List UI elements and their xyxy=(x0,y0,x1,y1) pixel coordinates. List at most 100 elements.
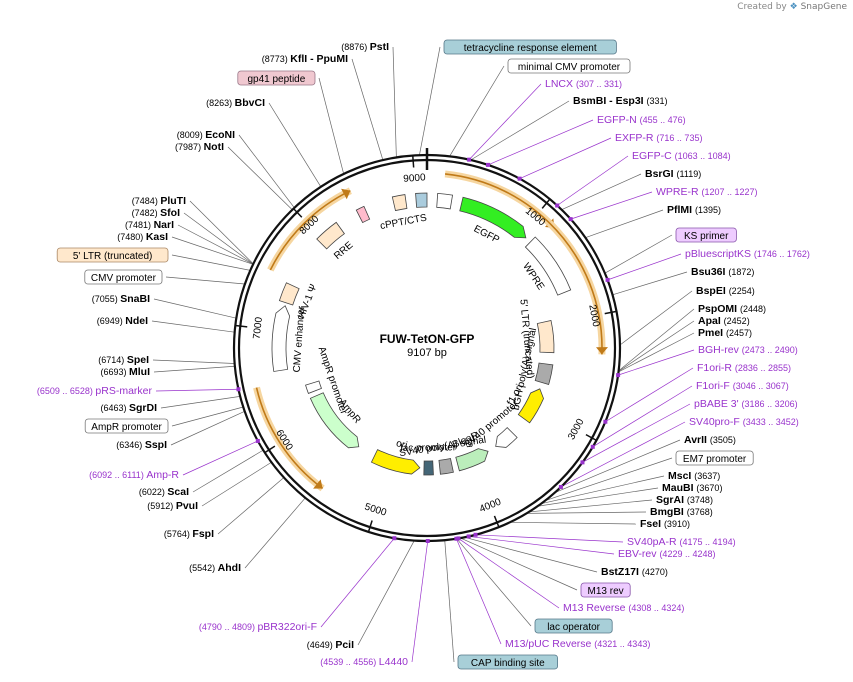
site-label-f1ori-r: F1ori-R (2836 .. 2855) xyxy=(697,362,791,374)
enzyme-name: PflMI xyxy=(667,204,695,216)
feature-hiv-1 xyxy=(278,282,300,306)
enzyme-label: (7055) SnaBI xyxy=(92,293,150,305)
enzyme-label: (8263) BbvCI xyxy=(206,97,265,109)
enzyme-name: AvrII xyxy=(684,434,710,446)
feature-gp41-peptide xyxy=(355,205,371,224)
primer-pos: (4308 .. 4324) xyxy=(628,603,684,613)
enzyme-name: PspOMI xyxy=(698,303,740,315)
primer-label: F1ori-F (3046 .. 3067) xyxy=(696,380,789,392)
feature-box xyxy=(534,618,613,634)
site-label-avrii: AvrII (3505) xyxy=(684,434,736,446)
feature-rre xyxy=(316,221,345,250)
feature-box-text: 5' LTR (truncated) xyxy=(73,251,153,262)
primer-pos: (4321 .. 4343) xyxy=(594,639,650,649)
feature-box xyxy=(507,58,631,74)
site-label-egfp-n: EGFP-N (455 .. 476) xyxy=(597,114,686,126)
site-label-kasi: (7480) KasI xyxy=(117,231,168,243)
leader-line xyxy=(444,540,455,663)
leader-line xyxy=(519,137,612,179)
tick-mark xyxy=(235,324,248,328)
site-label-pcii: (4649) PciI xyxy=(307,639,354,651)
leader-line xyxy=(449,65,505,157)
feature-minimal-cmv-promoter xyxy=(436,192,454,210)
enzyme-label: PflMI (1395) xyxy=(667,204,721,216)
site-label-bbvci: (8263) BbvCI xyxy=(206,97,265,109)
primer-mark xyxy=(590,444,595,449)
site-label-mlui: (6693) MluI xyxy=(100,366,150,378)
enzyme-name: ApaI xyxy=(698,315,724,327)
enzyme-name: MluI xyxy=(129,366,150,378)
enzyme-name: MauBI xyxy=(662,482,696,494)
enzyme-name: NotI xyxy=(204,141,224,153)
leader-line xyxy=(556,155,629,206)
primer-name: EGFP-C xyxy=(632,150,675,162)
leader-line xyxy=(617,349,695,376)
site-label-sspi: (6346) SspI xyxy=(116,439,167,451)
feature-box xyxy=(675,227,737,243)
enzyme-pos: (6022) xyxy=(139,487,168,497)
primer-label: EBV-rev (4229 .. 4248) xyxy=(618,548,715,560)
leader-line xyxy=(458,538,560,609)
leader-line xyxy=(171,254,251,271)
enzyme-name: BmgBI xyxy=(650,506,687,518)
feature-label-egfp: EGFP xyxy=(472,224,502,247)
enzyme-label: (4649) PciI xyxy=(307,639,354,651)
site-label-fspi: (5764) FspI xyxy=(164,528,214,540)
feature-box xyxy=(84,269,163,285)
tick-label: 5000 xyxy=(363,502,388,519)
enzyme-name: BspEI xyxy=(696,285,729,297)
primer-name: pBR322ori-F xyxy=(257,621,317,633)
tick-label: 1000 xyxy=(523,206,547,229)
primer-label: (6509 .. 6528) pRS-marker xyxy=(37,385,153,397)
primer-name: pBluescriptKS xyxy=(685,248,754,260)
plasmid-length: 9107 bp xyxy=(407,347,447,359)
site-label-sv40pa-r: SV40pA-R (4175 .. 4194) xyxy=(627,536,736,548)
snapgene-credit: Created by ❖ SnapGene xyxy=(737,2,847,12)
enzyme-name: BsrGI xyxy=(645,168,677,180)
enzyme-label: (6949) NdeI xyxy=(97,315,148,327)
primer-pos: (1063 .. 1084) xyxy=(675,151,731,161)
leader-line xyxy=(151,320,235,333)
site-label-m13-reverse: M13 Reverse (4308 .. 4324) xyxy=(563,602,684,614)
enzyme-label: (5764) FspI xyxy=(164,528,214,540)
feature-f1-ori xyxy=(517,388,544,424)
site-label-bstz17i: BstZ17I (4270) xyxy=(601,566,668,578)
enzyme-name: KflI - PpuMI xyxy=(290,53,348,65)
tick-label: 7000 xyxy=(252,316,266,340)
snapgene-logo-icon: ❖ xyxy=(789,2,798,12)
enzyme-pos: (7987) xyxy=(175,142,204,152)
leader-line xyxy=(192,449,264,493)
feature-ori xyxy=(370,449,421,475)
enzyme-label: PspOMI (2448) xyxy=(698,303,766,315)
leader-line xyxy=(544,457,673,502)
leader-line xyxy=(618,332,695,373)
leader-line xyxy=(618,308,695,372)
enzyme-pos: (5912) xyxy=(147,501,176,511)
enzyme-pos: (6463) xyxy=(100,403,129,413)
enzyme-pos: (8009) xyxy=(177,130,206,140)
enzyme-pos: (1119) xyxy=(677,169,702,179)
tick-mark xyxy=(585,433,597,442)
site-label-pbabe-3: pBABE 3' (3186 .. 3206) xyxy=(694,398,798,410)
leader-line xyxy=(509,521,637,525)
feature-label-cmv-enhancer: CMV enhancer xyxy=(292,305,308,373)
enzyme-label: BsmBI - Esp3I (331) xyxy=(573,95,668,107)
tick-mark xyxy=(493,515,500,528)
enzyme-pos: (3768) xyxy=(687,507,713,517)
primer-label: pBluescriptKS (1746 .. 1762) xyxy=(685,248,810,260)
enzyme-label: (7480) KasI xyxy=(117,231,168,243)
leader-line xyxy=(177,224,254,265)
enzyme-name: SfoI xyxy=(160,207,180,219)
primer-label: EXFP-R (716 .. 735) xyxy=(615,132,702,144)
leader-line xyxy=(165,276,245,285)
enzyme-name: PstI xyxy=(370,41,389,53)
enzyme-pos: (4270) xyxy=(642,567,668,577)
enzyme-pos: (3748) xyxy=(687,495,713,505)
enzyme-name: NdeI xyxy=(125,315,148,327)
enzyme-label: (6022) ScaI xyxy=(139,486,189,498)
feature-bgh-poly-a-signal xyxy=(534,362,554,386)
leader-line xyxy=(318,77,345,174)
leader-line xyxy=(392,46,397,158)
